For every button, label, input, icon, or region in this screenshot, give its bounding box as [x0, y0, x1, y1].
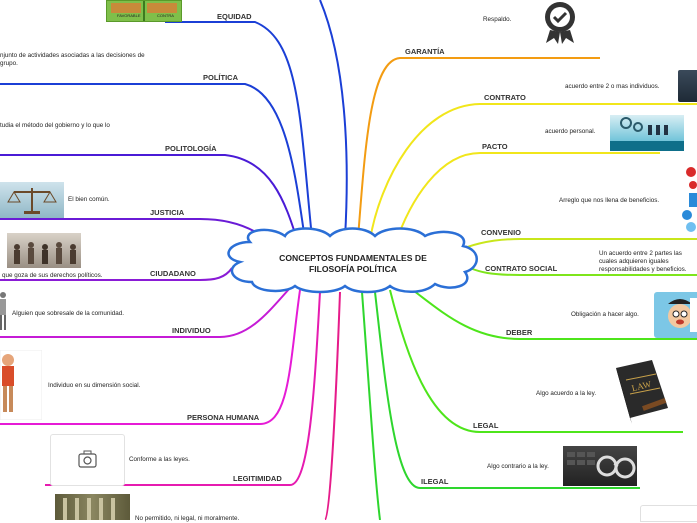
central-topic-line1: CONCEPTOS FUNDAMENTALES DE: [279, 253, 427, 263]
seal-check-icon: [545, 2, 575, 44]
desc-individuo: Alguien que sobresale de la comunidad.: [12, 310, 125, 317]
desc-ilegitimo: No permitido, ni legal, ni moralmente.: [135, 515, 240, 522]
branch-line-legal: [389, 289, 683, 433]
branch-line-persona-humana: [0, 289, 301, 425]
label-contrato: CONTRATO: [484, 93, 526, 102]
desc-convenio: Arreglo que nos llena de beneficios.: [559, 197, 660, 204]
equidad-image-left-text: FAVORABLE: [117, 13, 141, 18]
branch-line-equidad: [165, 21, 313, 239]
branch-line-ilegal: [374, 291, 640, 489]
equidad-image-right-box: [147, 3, 177, 13]
branch-line-contrato: [369, 103, 697, 241]
branch-line-individuo: [0, 287, 291, 338]
label-equidad: EQUIDAD: [217, 12, 252, 21]
desc-contrato-social-line3: responsabilidades y beneficios.: [599, 265, 687, 273]
branch-line-contrato-social: [469, 267, 697, 276]
law-book-icon: LAW: [616, 360, 668, 424]
corner-panel[interactable]: [640, 505, 697, 522]
branch-line-politica: [0, 83, 306, 241]
desc-politica-line2: grupo.: [0, 59, 18, 67]
building-icon: [63, 498, 115, 520]
ilegal-image: [563, 446, 637, 486]
convenio-figure-icon: [682, 167, 697, 232]
label-politica: POLÍTICA: [203, 73, 238, 82]
desc-persona-humana: Individuo en su dimensión social.: [48, 382, 141, 389]
desc-pacto: acuerdo personal.: [545, 128, 596, 135]
desc-contrato: acuerdo entre 2 o mas individuos.: [565, 83, 660, 90]
branch-line-extra: [361, 291, 381, 520]
label-convenio: CONVENIO: [481, 228, 522, 237]
ilegitimo-image: [55, 494, 130, 520]
desc-politica-line1: njunto de actividades asociadas a las de…: [0, 52, 145, 59]
desc-legitimidad: Conforme a las leyes.: [129, 456, 190, 463]
central-cloud: [227, 227, 478, 294]
pacto-image: [610, 115, 684, 151]
label-legitimidad: LEGITIMIDAD: [233, 474, 282, 483]
label-politologia: POLITOLOGÍA: [165, 144, 217, 153]
individuo-figure-icon: [0, 292, 6, 330]
label-legal: LEGAL: [473, 421, 499, 430]
persona-humana-figure-icon: [0, 350, 42, 420]
equidad-image-left-box: [111, 3, 141, 13]
branch-line-garantia: [357, 57, 600, 239]
branch-line-respaldo: [319, 0, 348, 239]
equidad-image: FAVORABLE CONTRA: [106, 0, 182, 22]
desc-legal: Algo acuerdo a la ley.: [536, 390, 597, 397]
desc-contrato-social-line2: cuales adquieren iguales: [599, 257, 669, 265]
label-justicia: JUSTICIA: [150, 208, 185, 217]
justicia-image: [0, 182, 64, 218]
legitimidad-image-placeholder: [50, 434, 125, 486]
branch-line-ilegitimo: [324, 291, 341, 520]
label-individuo: INDIVIDUO: [172, 326, 211, 335]
ciudadano-image: [7, 233, 81, 268]
crowd-icon: [14, 242, 76, 264]
label-ciudadano: CIUDADANO: [150, 269, 196, 278]
central-topic-line2: FILOSOFÍA POLÍTICA: [308, 263, 397, 274]
label-contrato-social: CONTRATO SOCIAL: [485, 264, 558, 273]
handcuffs-icon: [567, 452, 636, 479]
contrato-image: [678, 70, 697, 102]
branch-line-ciudadano: [0, 267, 233, 281]
desc-contrato-social-line1: Un acuerdo entre 2 partes las: [599, 250, 682, 257]
desc-contrato-social: Un acuerdo entre 2 partes las cuales adq…: [599, 250, 687, 274]
deber-image: [654, 292, 697, 338]
branch-line-deber: [409, 287, 697, 340]
equidad-image-divider: [143, 1, 145, 21]
scales-icon: [7, 188, 57, 214]
label-ilegal: ILEGAL: [421, 477, 449, 486]
gears-icon: [610, 117, 684, 151]
label-garantia: GARANTÍA: [405, 47, 445, 56]
branch-line-legitimidad: [45, 291, 321, 486]
cartoon-face-icon: [668, 298, 697, 332]
law-book-text: LAW: [631, 379, 653, 394]
label-persona-humana: PERSONA HUMANA: [187, 413, 260, 422]
desc-deber: Obligación a hacer algo.: [571, 311, 639, 318]
desc-politica: njunto de actividades asociadas a las de…: [0, 52, 145, 68]
label-deber: DEBER: [506, 328, 533, 337]
equidad-image-right-text: CONTRA: [157, 13, 174, 18]
desc-ciudadano: que goza de sus derechos políticos.: [2, 272, 103, 279]
camera-icon: [78, 450, 97, 468]
desc-politologia: tudia el método del gobierno y lo que lo: [0, 122, 110, 129]
label-pacto: PACTO: [482, 142, 508, 151]
desc-ilegal: Algo contrario a la ley.: [487, 463, 549, 470]
branch-line-politologia: [0, 154, 299, 244]
central-topic: CONCEPTOS FUNDAMENTALES DE FILOSOFÍA POL…: [258, 253, 448, 274]
desc-respaldo: Respaldo.: [483, 16, 512, 23]
desc-justicia: El bien común.: [68, 196, 110, 203]
